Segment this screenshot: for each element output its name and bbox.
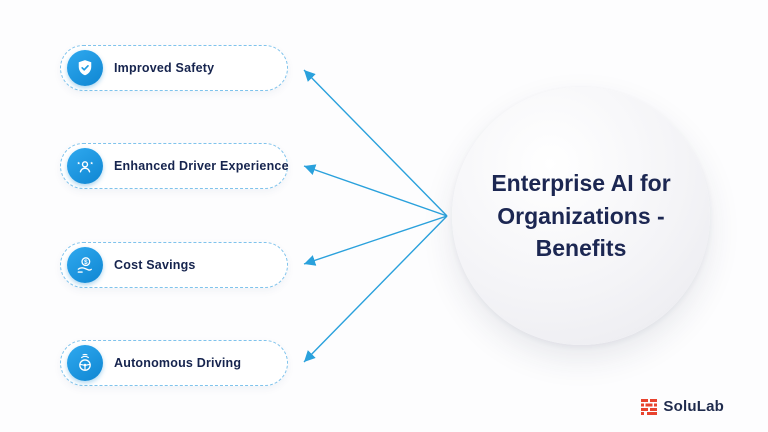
benefit-pill-cost-savings: $ Cost Savings bbox=[60, 242, 288, 288]
benefit-label: Improved Safety bbox=[114, 61, 215, 75]
solulab-logo-text: SoluLab bbox=[663, 398, 724, 415]
shield-check-icon bbox=[67, 50, 103, 86]
benefit-label: Enhanced Driver Experience bbox=[114, 159, 289, 173]
central-topic-circle: Enterprise AI for Organizations - Benefi… bbox=[452, 87, 710, 345]
svg-text:$: $ bbox=[84, 259, 88, 266]
connector-autonomous-driving bbox=[303, 215, 448, 363]
benefit-label: Autonomous Driving bbox=[114, 356, 242, 370]
driver-badge-icon bbox=[67, 148, 103, 184]
benefit-pill-improved-safety: Improved Safety bbox=[60, 45, 288, 91]
benefit-pill-autonomous-driving: Autonomous Driving bbox=[60, 340, 288, 386]
connector-driver-experience bbox=[303, 164, 448, 217]
solulab-logo-icon bbox=[641, 398, 658, 415]
benefit-pill-driver-experience: Enhanced Driver Experience bbox=[60, 143, 289, 189]
solulab-logo: SoluLab bbox=[641, 398, 724, 415]
steering-wheel-icon bbox=[67, 345, 103, 381]
benefit-label: Cost Savings bbox=[114, 258, 196, 272]
coin-hand-icon: $ bbox=[67, 247, 103, 283]
connector-cost-savings bbox=[303, 215, 448, 266]
page-title: Enterprise AI for Organizations - Benefi… bbox=[491, 170, 671, 262]
connector-improved-safety bbox=[303, 69, 448, 217]
